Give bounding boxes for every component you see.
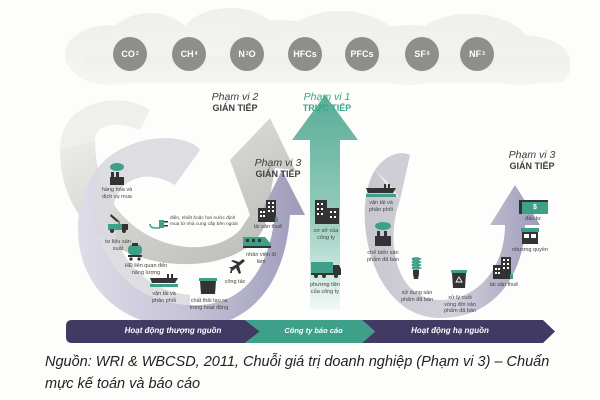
waste-bin-icon bbox=[199, 278, 217, 294]
scope1-name: Phạm vi 1 bbox=[303, 91, 351, 103]
scope1-title: Phạm vi 1 TRỰC TIẾP bbox=[297, 92, 357, 114]
downstream-ship-icon bbox=[366, 184, 396, 197]
label-end-of-life: xử lý cuối vòng đời sản phẩm đã bán bbox=[443, 295, 477, 314]
airplane-icon bbox=[229, 259, 245, 274]
downstream-building-icon bbox=[493, 257, 513, 279]
office-building-icon bbox=[258, 200, 278, 222]
downstream-bar-segment bbox=[362, 320, 555, 343]
tank-wagon-icon bbox=[128, 243, 142, 261]
label-company-facilities: cơ sở của công ty bbox=[313, 228, 339, 241]
label-processing: chế biến sản phẩm đã bán bbox=[366, 250, 400, 263]
value-chain-bar bbox=[66, 320, 555, 343]
train-icon bbox=[243, 237, 271, 248]
recycle-bin-icon bbox=[451, 270, 467, 288]
scope2-kind: GIÁN TIẾP bbox=[212, 103, 258, 113]
franchise-store-icon bbox=[521, 228, 539, 244]
source-caption: Nguồn: WRI & WBCSD, 2011, Chuỗi giá trị … bbox=[45, 354, 550, 392]
company-bar-segment bbox=[245, 320, 375, 343]
factory-icon bbox=[110, 163, 124, 185]
scope3-upstream-arrow bbox=[77, 160, 305, 329]
scope3-downstream-kind: GIÁN TIẾP bbox=[509, 161, 555, 171]
label-purchased-electricity: điện, nhiệt hoặc hơi nước định mua từ nh… bbox=[170, 216, 238, 227]
label-use-of-products: sử dụng sản phẩm đã bán bbox=[400, 290, 434, 303]
label-company-vehicles: phương tiện của công ty bbox=[310, 282, 340, 295]
processing-factory-icon bbox=[375, 222, 391, 246]
scope3-upstream-name: Phạm vi 3 bbox=[254, 157, 302, 169]
reporting-company-label: Công ty báo cáo bbox=[284, 326, 343, 335]
scope3-downstream-name: Phạm vi 3 bbox=[508, 149, 556, 161]
cargo-ship-icon bbox=[150, 274, 178, 287]
gas-pfcs: PFCs bbox=[345, 37, 379, 71]
upstream-bar-segment bbox=[66, 320, 260, 343]
label-downstream-leased-assets: tài sản thuê bbox=[489, 282, 519, 288]
label-business-travel: công tác bbox=[224, 279, 246, 285]
power-plug-icon bbox=[149, 220, 168, 229]
scope3-downstream-arrow bbox=[364, 170, 540, 318]
label-purchased-goods: hàng hóa và dịch vụ mua bbox=[101, 187, 133, 200]
investment-money-icon: $ bbox=[519, 200, 548, 214]
label-upstream-leased-assets: tài sản thuê bbox=[253, 224, 283, 230]
label-investments: đầu tư bbox=[525, 216, 541, 222]
scope2-name: Phạm vi 2 bbox=[211, 91, 259, 103]
label-downstream-transport: vận tải và phân phối bbox=[368, 200, 394, 213]
company-facility-icon bbox=[315, 200, 339, 224]
label-capital-goods: tư liệu sản xuất bbox=[105, 239, 131, 252]
light-bulb-icon bbox=[411, 257, 422, 279]
label-commuting: nhân viên đi làm bbox=[246, 252, 276, 265]
label-waste: chất thải tạo ra trong hoạt động bbox=[189, 298, 229, 311]
scope1-kind: TRỰC TIẾP bbox=[302, 103, 352, 113]
company-truck-icon bbox=[311, 262, 341, 278]
gas-hfcs: HFCs bbox=[288, 37, 322, 71]
label-energy-activities: HĐ liên quan đến năng lượng bbox=[124, 263, 168, 276]
scope3-upstream-kind: GIÁN TIẾP bbox=[255, 169, 301, 179]
downstream-activities-label: Hoạt động hạ nguồn bbox=[411, 326, 489, 335]
scope2-title: Phạm vi 2 GIÁN TIẾP bbox=[205, 92, 265, 114]
crane-truck-icon bbox=[108, 214, 128, 233]
scope3-downstream-title: Phạm vi 3 GIÁN TIẾP bbox=[502, 150, 562, 172]
label-upstream-transport: vận tải và phân phối bbox=[151, 291, 177, 304]
upstream-activities-label: Hoạt động thượng nguồn bbox=[124, 326, 222, 335]
scope3-upstream-title: Phạm vi 3 GIÁN TIẾP bbox=[248, 158, 308, 180]
label-franchises: nhượng quyền bbox=[511, 247, 549, 253]
